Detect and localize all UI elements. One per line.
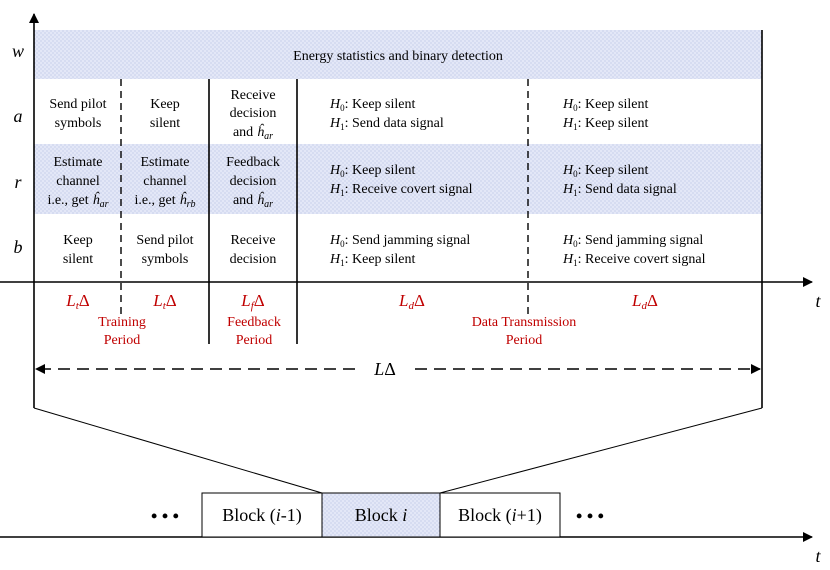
r-c5-h0: H0: Keep silent	[562, 163, 648, 179]
b-c3-line1: Receive	[230, 233, 275, 248]
duration-feedback: LfΔ	[240, 291, 265, 312]
row-label-w: w	[12, 41, 24, 61]
total-length-label: LΔ	[373, 359, 396, 379]
duration-training-2: LtΔ	[152, 291, 177, 312]
r-row-band	[34, 144, 762, 214]
training-period-line2: Period	[104, 333, 141, 348]
r-c2-line2: channel	[143, 174, 187, 189]
a-c4-h1: H1: Send data signal	[329, 116, 444, 132]
r-c2-line1: Estimate	[141, 155, 190, 170]
feedback-period-line2: Period	[236, 333, 273, 348]
a-c1-line2: symbols	[55, 116, 102, 131]
row-label-r: r	[14, 172, 22, 192]
block-next-label: Block (i+1)	[458, 505, 542, 526]
duration-data-1: LdΔ	[398, 291, 425, 312]
b-c5-h1: H1: Receive covert signal	[562, 252, 706, 268]
block-prev-box	[201, 492, 323, 538]
r-c3-line2: decision	[230, 174, 277, 189]
a-c5-h0: H0: Keep silent	[562, 97, 648, 113]
a-c2-line1: Keep	[150, 97, 180, 112]
w-row-band	[34, 30, 762, 79]
data-period-line1: Data Transmission	[472, 315, 577, 330]
b-c2-line2: symbols	[142, 252, 189, 267]
r-c1-line1: Estimate	[54, 155, 103, 170]
r-c5-h1: H1: Send data signal	[562, 182, 677, 198]
zoom-line-right	[439, 407, 763, 494]
time-label-bottom: t	[815, 546, 821, 566]
training-period-line1: Training	[98, 315, 146, 330]
r-c4-h0: H0: Keep silent	[329, 163, 415, 179]
row-label-a: a	[14, 106, 23, 126]
ellipsis-left: • • •	[151, 506, 179, 526]
block-current-box	[321, 492, 441, 538]
time-label-top: t	[815, 291, 821, 311]
r-c3-line1: Feedback	[226, 155, 280, 170]
block-next-box	[439, 492, 561, 538]
ellipsis-right: • • •	[576, 506, 604, 526]
b-c3-line2: decision	[230, 252, 277, 267]
b-c5-h0: H0: Send jamming signal	[562, 233, 703, 249]
a-c5-h1: H1: Keep silent	[562, 116, 648, 132]
r-c4-h1: H1: Receive covert signal	[329, 182, 473, 198]
a-c2-line2: silent	[150, 116, 180, 131]
b-c1-line2: silent	[63, 252, 93, 267]
a-c1-line1: Send pilot	[49, 97, 106, 112]
w-row-text: Energy statistics and binary detection	[293, 49, 503, 64]
a-c4-h0: H0: Keep silent	[329, 97, 415, 113]
a-c3-line2: decision	[230, 106, 277, 121]
block-current-label: Block i	[355, 505, 408, 525]
duration-data-2: LdΔ	[631, 291, 658, 312]
b-c4-h1: H1: Keep silent	[329, 252, 415, 268]
data-period-line2: Period	[506, 333, 543, 348]
b-c4-h0: H0: Send jamming signal	[329, 233, 470, 249]
feedback-period-line1: Feedback	[227, 315, 281, 330]
b-c1-line1: Keep	[63, 233, 93, 248]
r-c1-line2: channel	[56, 174, 100, 189]
a-c3-line1: Receive	[230, 88, 275, 103]
row-label-b: b	[14, 237, 23, 257]
duration-training-1: LtΔ	[65, 291, 90, 312]
zoom-line-left	[33, 407, 323, 494]
b-c2-line1: Send pilot	[136, 233, 193, 248]
block-prev-label: Block (i-1)	[222, 505, 302, 526]
